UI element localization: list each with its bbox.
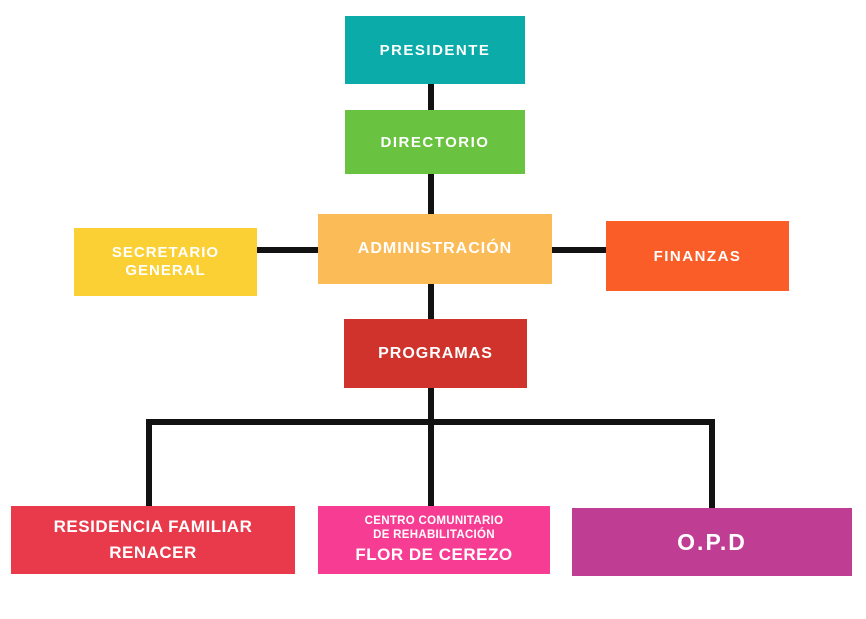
node-directorio-label: DIRECTORIO — [380, 133, 490, 151]
connector-administracion-finanzas — [550, 247, 608, 253]
node-secretario-general-label: SECRETARIO GENERAL — [111, 244, 220, 279]
connector-secretario-administracion — [255, 247, 320, 253]
node-residencia-familiar-renacer-label: RESIDENCIA FAMILIAR RENACER — [53, 516, 253, 562]
node-residencia-familiar-renacer: RESIDENCIA FAMILIAR RENACER — [11, 506, 295, 574]
node-directorio: DIRECTORIO — [345, 110, 525, 174]
node-programas: PROGRAMAS — [344, 319, 527, 388]
node-opd-label: O.P.D — [677, 528, 747, 555]
node-opd: O.P.D — [572, 508, 852, 576]
connector-presidente-directorio — [428, 82, 434, 114]
node-presidente-label: PRESIDENTE — [379, 41, 491, 59]
connector-programas-centro — [428, 386, 434, 508]
node-finanzas-label: FINANZAS — [653, 247, 742, 265]
node-flor-de-cerezo-sublabel: CENTRO COMUNITARIO DE REHABILITACIÓN — [364, 515, 504, 541]
node-finanzas: FINANZAS — [606, 221, 789, 291]
node-flor-de-cerezo: CENTRO COMUNITARIO DE REHABILITACIÓN FLO… — [318, 506, 550, 574]
node-administracion-label: ADMINISTRACIÓN — [357, 240, 513, 257]
node-flor-de-cerezo-label: FLOR DE CEREZO — [355, 544, 513, 564]
node-administracion: ADMINISTRACIÓN — [318, 214, 552, 284]
connector-administracion-programas — [428, 282, 434, 322]
node-secretario-general: SECRETARIO GENERAL — [74, 228, 257, 296]
connector-directorio-administracion — [428, 172, 434, 218]
node-programas-label: PROGRAMAS — [378, 344, 493, 362]
connector-programas-opd — [709, 419, 715, 510]
connector-programas-children-bar — [146, 419, 715, 425]
connector-programas-residencia — [146, 419, 152, 508]
node-presidente: PRESIDENTE — [345, 16, 525, 84]
